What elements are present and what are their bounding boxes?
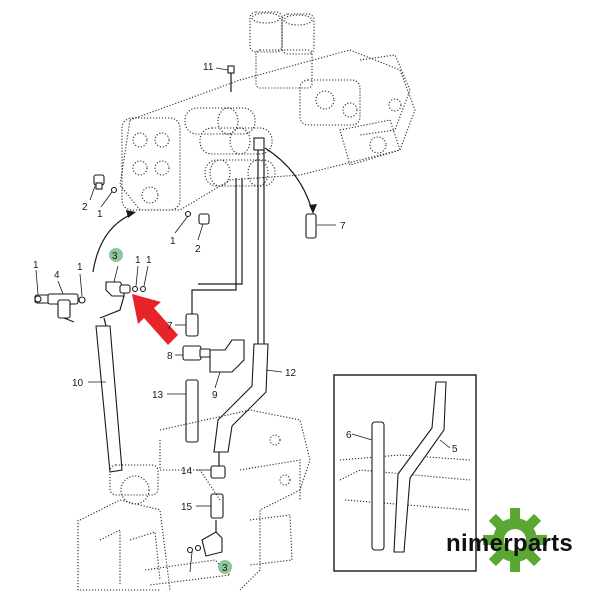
callout-7b: 7 — [167, 321, 173, 332]
callout-10: 10 — [72, 378, 84, 389]
fittings-upper-left — [93, 174, 210, 225]
badge-item-3-lower — [218, 560, 232, 574]
highlight-arrow — [132, 294, 178, 345]
callout-6: 6 — [346, 430, 352, 441]
callout-2b: 2 — [195, 244, 201, 255]
center-fitting-stack — [182, 313, 269, 557]
callout-5: 5 — [452, 444, 458, 455]
hydraulic-lines — [92, 147, 317, 344]
callout-8: 8 — [167, 351, 173, 362]
callout-1d: 1 — [77, 262, 83, 273]
callout-1c: 1 — [33, 260, 39, 271]
callout-1a: 1 — [97, 209, 103, 220]
brand-logo: nimerparts — [446, 508, 573, 572]
callout-13: 13 — [152, 390, 164, 401]
callout-4: 4 — [54, 270, 60, 281]
gear-icon — [483, 508, 547, 572]
inset-detail-box — [333, 374, 477, 572]
callout-2a: 2 — [82, 202, 88, 213]
coupling-assembly-left — [34, 281, 147, 473]
badge-item-3-upper — [109, 248, 123, 262]
callout-15: 15 — [181, 502, 193, 513]
leader-lines — [35, 67, 451, 573]
callout-labels: 11 2 1 1 2 7 3 1 4 1 1 1 7 8 9 10 12 13 … — [33, 62, 458, 574]
callout-3a: 3 — [112, 251, 118, 262]
callout-9: 9 — [212, 390, 218, 401]
lower-housing — [77, 409, 311, 591]
callout-7a: 7 — [340, 221, 346, 232]
callout-12: 12 — [285, 368, 297, 379]
callout-1f: 1 — [146, 255, 152, 266]
callout-3b: 3 — [222, 563, 228, 574]
callout-14: 14 — [181, 466, 193, 477]
brand-name: nimerparts — [446, 530, 573, 557]
valve-assembly — [119, 11, 416, 211]
callout-1e: 1 — [135, 255, 141, 266]
callout-11: 11 — [203, 62, 214, 73]
callout-1b: 1 — [170, 236, 176, 247]
